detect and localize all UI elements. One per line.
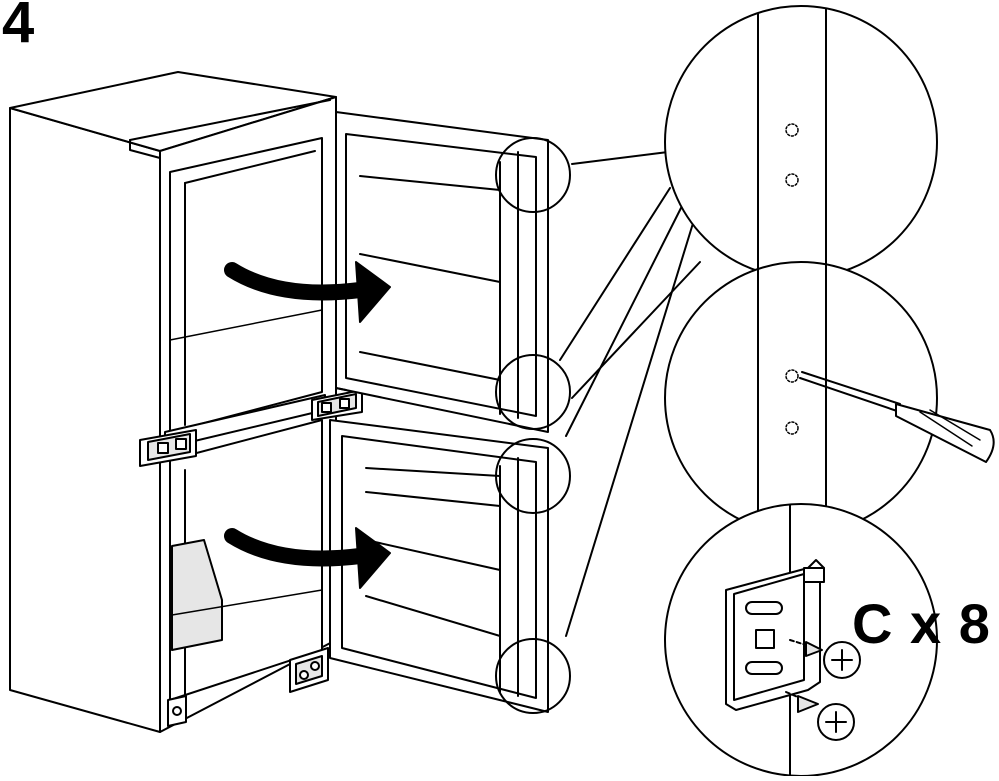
screw-hole-marker — [785, 173, 799, 187]
detail-marker-upper-bottom — [495, 354, 571, 430]
lower-door — [329, 419, 549, 713]
bottom-hinge — [289, 647, 329, 693]
callout-leader-lines — [559, 151, 701, 637]
cabinet-side-panel — [9, 107, 161, 733]
crisper-drawer — [171, 539, 223, 651]
detail-marker-upper-top — [495, 137, 571, 213]
detail-marker-lower-top — [495, 438, 571, 514]
fridge-cabinet — [9, 71, 337, 733]
middle-hinge-right — [311, 389, 363, 421]
swing-arrow-lower — [224, 527, 391, 589]
screw-hole-marker — [785, 421, 799, 435]
detail-marker-lower-bottom — [495, 638, 571, 714]
detail-view-bracket — [664, 503, 938, 777]
part-quantity-label: C x 8 — [852, 592, 991, 655]
swing-arrow-upper — [224, 261, 391, 323]
step-number: 4 — [2, 0, 35, 55]
screw-hole-marker — [785, 369, 799, 383]
upper-door — [335, 111, 549, 433]
screw-hole-marker — [785, 123, 799, 137]
detail-view-holes — [664, 5, 938, 279]
mounting-bracket — [725, 559, 825, 711]
screw-c-upper — [789, 639, 861, 679]
screwdriver-icon — [799, 371, 995, 463]
screw-c-lower — [785, 691, 855, 741]
middle-hinge-left — [139, 429, 197, 467]
